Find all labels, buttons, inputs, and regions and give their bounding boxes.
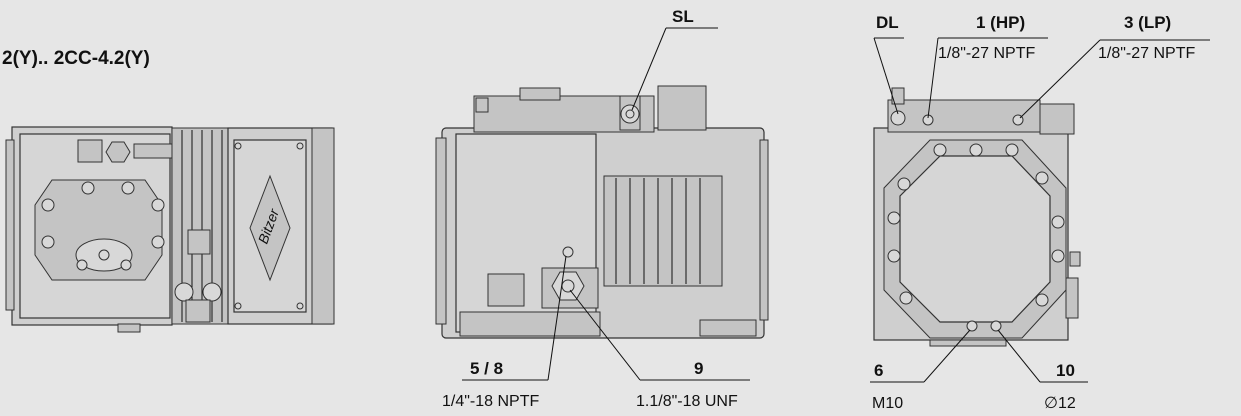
base-foot: [699, 319, 757, 337]
bolt-hole: [41, 235, 55, 249]
base: [929, 339, 1007, 347]
valve-stem: [185, 299, 211, 323]
model-title: 2(Y).. 2CC-4.2(Y): [2, 48, 150, 69]
logo-diamond: [249, 174, 291, 282]
crankcase-fins: [603, 175, 723, 287]
callout-5-8-spec: 1/4"-18 NPTF: [442, 393, 539, 410]
leader-lines: [462, 27, 1210, 383]
cover-bolt: [887, 211, 901, 225]
callout-6-spec: M10: [872, 395, 903, 412]
cover-bolt: [1005, 143, 1019, 157]
valve-nut: [105, 141, 131, 163]
head-cap: [519, 87, 561, 101]
callout-10-spec: ∅12: [1044, 395, 1076, 412]
left-view-ribs: [5, 139, 15, 311]
cover-bolt: [1035, 293, 1049, 307]
callout-lp-label: 3 (LP): [1124, 13, 1171, 32]
left-view: Bitzer: [5, 126, 335, 333]
callout-10-label: 10: [1056, 361, 1075, 380]
callout-hp-spec: 1/8"-27 NPTF: [938, 45, 1035, 62]
callout-9-spec: 1.1/8"-18 UNF: [636, 393, 738, 410]
oil-port-5-8: [562, 246, 574, 258]
screw: [234, 302, 242, 310]
screw: [296, 302, 304, 310]
cover-bolt: [1035, 171, 1049, 185]
oil-drain-hole: [561, 279, 575, 293]
left-flange: [435, 137, 447, 325]
cover-bolt: [887, 249, 901, 263]
cover-bolt: [899, 291, 913, 305]
callout-6-label: 6: [874, 361, 883, 380]
sight-glass-mount: [487, 273, 525, 307]
flange-hole: [76, 259, 88, 271]
right-flange: [759, 139, 769, 321]
callout-hp-label: 1 (HP): [976, 13, 1025, 32]
head-bolt: [475, 97, 489, 113]
callout-9-label: 9: [694, 359, 703, 378]
bearing-cover-inner: [899, 155, 1051, 323]
service-valve: [187, 229, 211, 255]
side-fitting: [1065, 277, 1079, 319]
flange-hole: [120, 259, 132, 271]
screw: [296, 142, 304, 150]
bolt-hole: [151, 235, 165, 249]
middle-view: [435, 85, 769, 339]
base-rail: [459, 311, 601, 337]
cover-bolt: [1051, 249, 1065, 263]
bolt-hole: [41, 198, 55, 212]
terminal-block: [657, 85, 707, 131]
screw: [234, 142, 242, 150]
bolt-hole: [151, 198, 165, 212]
dl-port: [890, 110, 906, 126]
callouts: SL DL 1 (HP) 1/8"-27 NPTF 3 (LP) 1/8"-27…: [442, 7, 1195, 412]
terminal-box-side: [311, 127, 335, 325]
callout-dl-label: DL: [876, 13, 899, 32]
right-view: [873, 87, 1081, 347]
valve-body: [77, 139, 103, 163]
foot: [117, 323, 141, 333]
flange-hole: [98, 249, 110, 261]
bolt-hole: [81, 181, 95, 195]
cover-bolt: [1051, 215, 1065, 229]
sl-port-inner: [625, 109, 635, 119]
cover-bolt: [897, 177, 911, 191]
port-6: [966, 320, 978, 332]
callout-5-8-label: 5 / 8: [470, 359, 503, 378]
callout-lp-spec: 1/8"-27 NPTF: [1098, 45, 1195, 62]
cover-bolt: [969, 143, 983, 157]
valve-nut: [202, 282, 222, 302]
valve-nut: [174, 282, 194, 302]
bolt-hole: [121, 181, 135, 195]
port-10: [990, 320, 1002, 332]
callout-sl-label: SL: [672, 7, 694, 26]
side-bolt: [1069, 251, 1081, 267]
cover-bolt: [933, 143, 947, 157]
lp-valve: [1039, 103, 1075, 135]
